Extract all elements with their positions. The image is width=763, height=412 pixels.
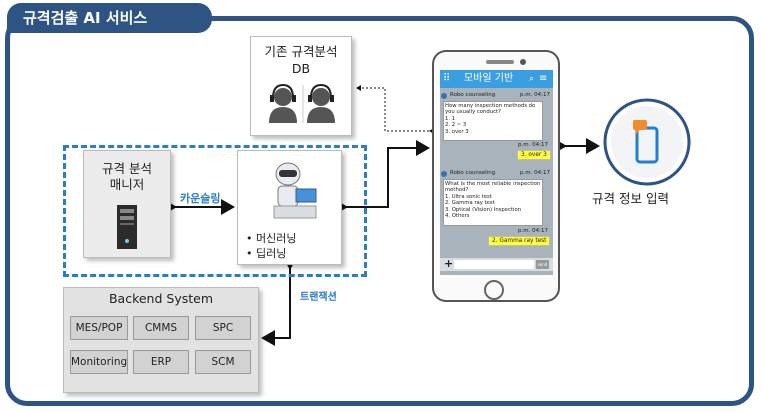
backend-title: Backend System bbox=[108, 291, 214, 306]
search-icon[interactable]: ⌕ bbox=[529, 74, 535, 84]
robo-sender: Robo counseling bbox=[450, 92, 496, 98]
spec-input-caption: 규격 정보 입력 bbox=[592, 191, 669, 206]
robo-time: p.m. 04:17 bbox=[520, 170, 550, 176]
module-monitoring: Monitoring bbox=[70, 350, 128, 374]
home-button[interactable] bbox=[484, 280, 504, 300]
db-title: 기존 규격분석 DB bbox=[264, 44, 338, 76]
robo-sender: Robo counseling bbox=[450, 170, 496, 176]
apps-grid-icon[interactable]: ⠿ bbox=[443, 73, 451, 84]
phone-app-header: ⠿ 모바일 기반 ⌕ ≡ bbox=[440, 70, 553, 88]
backend-system-box: Backend System MES/POP CMMS SPC Monitori… bbox=[63, 287, 259, 393]
user-answer: 2. Gamma ray test bbox=[488, 236, 551, 246]
phone-screen: ⠿ 모바일 기반 ⌕ ≡ Robo counseling p.m. 04:17 … bbox=[440, 70, 553, 275]
module-scm: SCM bbox=[195, 350, 251, 374]
phone-header-title: 모바일 기반 bbox=[464, 73, 514, 84]
robo-question: What is the most reliable inspection met… bbox=[443, 179, 543, 226]
counseling-label: 카운슬링 bbox=[180, 192, 221, 205]
robo-time: p.m. 04:17 bbox=[520, 92, 550, 98]
transaction-arrow bbox=[261, 256, 298, 346]
answer-time: p.m. 04:17 bbox=[518, 228, 548, 234]
module-spc: SPC bbox=[195, 316, 251, 340]
spec-analysis-manager-box: 규격 분석 매니저 bbox=[83, 150, 171, 258]
robo-question: How many inspection methods do you usual… bbox=[443, 101, 543, 141]
ai-methods-list: • 머신러닝 • 딥러닝 bbox=[246, 232, 297, 260]
module-mes-pop: MES/POP bbox=[70, 316, 128, 340]
manager-title: 규격 분석 매니저 bbox=[102, 161, 152, 192]
legacy-db-box: 기존 규격분석 DB bbox=[250, 36, 352, 136]
attach-plus-button[interactable]: + bbox=[444, 257, 454, 270]
module-erp: ERP bbox=[133, 350, 189, 374]
ai-analysis-area bbox=[63, 145, 367, 277]
server-tower-icon bbox=[117, 205, 137, 249]
headset-agent-icon bbox=[269, 83, 335, 123]
ai-engine-box: • 머신러닝 • 딥러닝 bbox=[237, 150, 342, 265]
service-title: 규격검출 AI 서비스 bbox=[7, 3, 212, 33]
db-phone-dotted-connector bbox=[356, 85, 434, 134]
user-answer: 3. over 3 bbox=[517, 150, 551, 160]
phone-camera bbox=[520, 59, 526, 65]
chat-input-bar: + send bbox=[440, 257, 553, 271]
ai-phone-arrow bbox=[334, 140, 430, 215]
phone-speaker bbox=[486, 60, 514, 64]
answer-time: p.m. 04:17 bbox=[518, 142, 548, 148]
menu-icon[interactable]: ≡ bbox=[539, 73, 548, 84]
smartphone-chat-icon bbox=[603, 98, 691, 186]
service-frame bbox=[5, 16, 754, 406]
chat-text-input[interactable] bbox=[454, 260, 534, 269]
send-button[interactable]: send bbox=[536, 260, 549, 269]
robo-avatar-icon bbox=[441, 171, 447, 177]
robot-icon bbox=[273, 162, 317, 219]
robo-avatar-icon bbox=[441, 93, 447, 99]
module-cmms: CMMS bbox=[133, 316, 189, 340]
transaction-label: 트랜잭션 bbox=[300, 292, 337, 303]
